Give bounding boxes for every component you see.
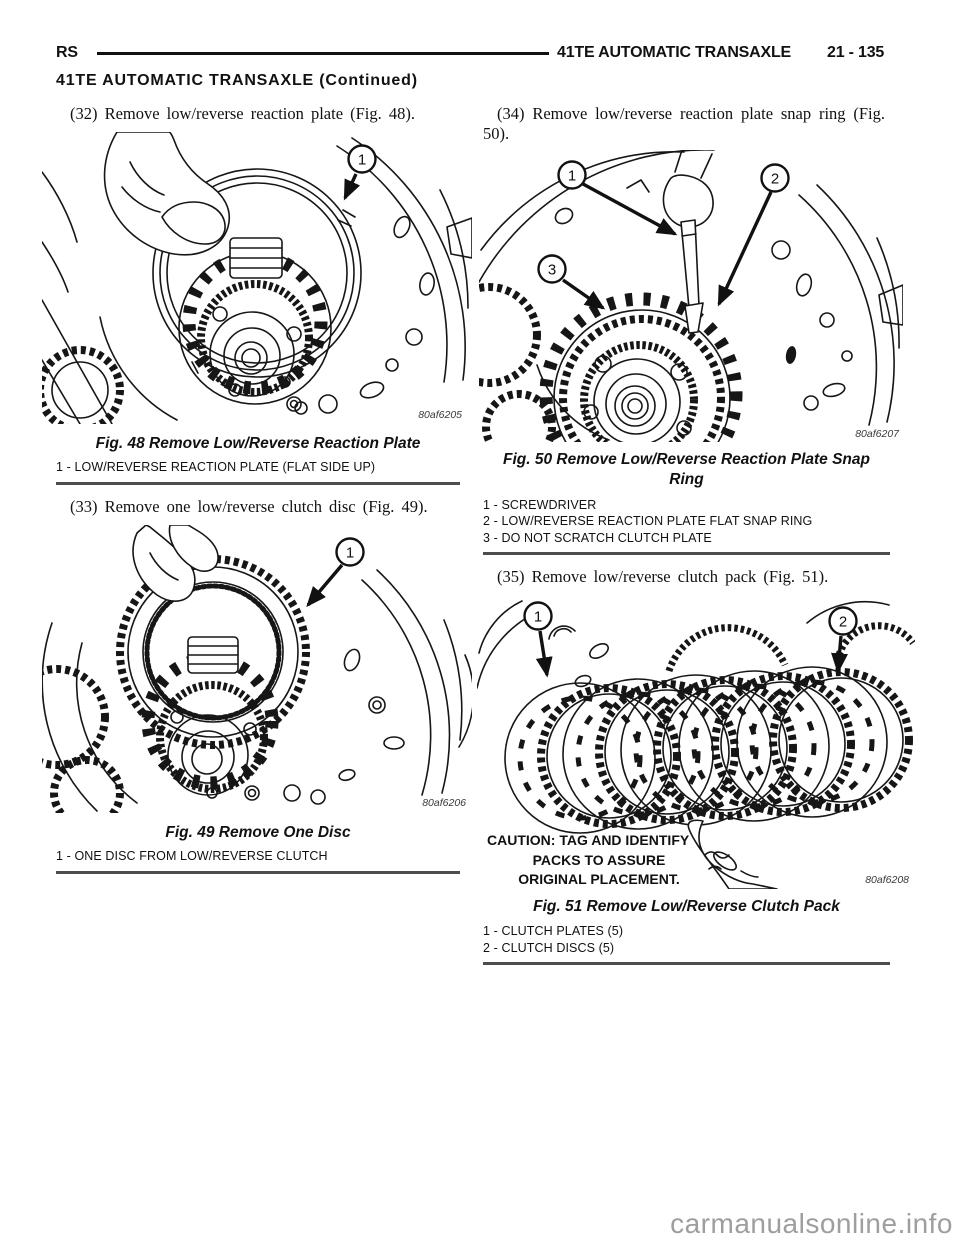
snap-ring [559, 315, 725, 482]
step-34: (34) Remove low/reverse reaction plate s… [483, 104, 885, 144]
callout-arrow [582, 182, 678, 236]
legend-rule [56, 481, 460, 485]
caution-note: CAUTION: TAG AND IDENTIFY PACKS TO ASSUR… [487, 832, 730, 887]
figure-code: 80af6205 [418, 409, 462, 421]
screwdriver-blade [684, 302, 704, 335]
figure-code: 80af6208 [865, 874, 909, 886]
screwdriver-shaft [680, 219, 700, 310]
right-column: (34) Remove low/reverse reaction plate s… [437, 104, 916, 966]
svg-text:1: 1 [358, 152, 366, 169]
left-housing [5, 622, 138, 830]
clutch-disc [653, 676, 797, 821]
clutch-plate [678, 670, 830, 822]
svg-text:1: 1 [568, 168, 576, 185]
fig50-caption: Fig. 50 Remove Low/Reverse Reaction Plat… [503, 451, 870, 489]
clutch-disc [711, 672, 855, 817]
reaction-plate [151, 168, 362, 378]
callout-arrow [831, 636, 848, 674]
legend-rule [483, 552, 890, 556]
header-page-number: 21 - 135 [827, 44, 885, 61]
figure-51: CAUTION: TAG AND IDENTIFY PACKS TO ASSUR… [476, 593, 916, 890]
callout-3: 3 [537, 254, 606, 310]
callout-arrow [343, 173, 361, 201]
header-rs-code: RS [56, 44, 78, 61]
clutch-pack [504, 666, 913, 834]
fig51-illustration: CAUTION: TAG AND IDENTIFY PACKS TO ASSUR… [476, 600, 916, 890]
figure-code: 80af6207 [855, 428, 900, 440]
svg-text:3: 3 [548, 262, 556, 279]
svg-text:2: 2 [771, 171, 779, 188]
continued-heading: 41TE AUTOMATIC TRANSAXLE (Continued) [56, 72, 418, 89]
svg-text:1: 1 [346, 544, 354, 561]
callout-1: 1 [523, 601, 553, 678]
svg-text:CAUTION: TAG AND IDENTIFY: CAUTION: TAG AND IDENTIFY [487, 832, 690, 848]
figure-50: 1 2 3 80af6207 [437, 149, 904, 496]
svg-text:2: 2 [839, 614, 847, 631]
step-33: (33) Remove one low/reverse clutch disc … [70, 496, 428, 516]
clutch-disc [595, 680, 739, 825]
clutch-plate [736, 666, 888, 818]
fig50-illustration: 1 2 3 80af6207 [437, 149, 904, 496]
callout-1: 1 [343, 144, 377, 201]
clutch-disc [537, 684, 681, 829]
hand [41, 131, 230, 293]
clutch-plate [562, 678, 714, 830]
fig51-caption: Fig. 51 Remove Low/Reverse Clutch Pack [533, 898, 840, 916]
watermark: carmanualsonline.info [670, 1208, 953, 1239]
fig50-legend-item: 2 - LOW/REVERSE REACTION PLATE FLAT SNAP… [483, 514, 813, 529]
figure-code: 80af6206 [422, 797, 466, 809]
clutch-disc [116, 554, 310, 749]
fig51-legend-item: 2 - CLUTCH DISCS (5) [483, 940, 615, 955]
callout-2: 2 [717, 163, 790, 307]
screwdriver [662, 149, 714, 335]
fig49-legend-item: 1 - ONE DISC FROM LOW/REVERSE CLUTCH [56, 849, 328, 864]
callout-1: 1 [306, 537, 365, 607]
transaxle-housing [286, 137, 473, 415]
figure-48: 1 80af6205 [36, 131, 473, 435]
header-rule [97, 52, 549, 55]
clutch-assembly [141, 636, 279, 799]
legend-rule [56, 870, 460, 874]
header-section-title: 41TE AUTOMATIC TRANSAXLE [557, 44, 792, 61]
callout-1: 1 [557, 160, 678, 236]
svg-text:1: 1 [534, 609, 542, 626]
clutch-plate [504, 682, 656, 834]
svg-text:ORIGINAL PLACEMENT.: ORIGINAL PLACEMENT. [518, 871, 680, 887]
callout-arrow [717, 191, 773, 307]
step-35: (35) Remove low/reverse clutch pack (Fig… [497, 567, 829, 587]
callout-2: 2 [828, 606, 858, 674]
fig49-illustration: 1 80af6206 [5, 524, 475, 830]
callout-arrow [562, 278, 606, 310]
svg-text:PACKS TO ASSURE: PACKS TO ASSURE [533, 852, 666, 868]
figure-49: 1 80af6206 [5, 524, 475, 830]
right-housing [771, 184, 904, 427]
right-housing [244, 569, 475, 805]
callout-arrow [306, 563, 344, 607]
fig49-caption: Fig. 49 Remove One Disc [165, 823, 351, 841]
hand [132, 524, 219, 602]
fig48-legend-item: 1 - LOW/REVERSE REACTION PLATE (FLAT SID… [56, 460, 376, 475]
clutch-assembly [178, 237, 332, 405]
fig51-legend-item: 1 - CLUTCH PLATES (5) [483, 924, 624, 939]
lower-left-gear [36, 299, 178, 435]
legend-rule [483, 962, 890, 966]
left-column: (32) Remove low/reverse reaction plate (… [5, 104, 475, 874]
fig50-legend-item: 3 - DO NOT SCRATCH CLUTCH PLATE [483, 530, 712, 545]
finger [687, 819, 778, 890]
step-32: (32) Remove low/reverse reaction plate (… [70, 104, 415, 123]
callout-arrow [535, 630, 553, 678]
fig48-illustration: 1 80af6205 [36, 131, 473, 435]
fig48-caption: Fig. 48 Remove Low/Reverse Reaction Plat… [95, 435, 421, 453]
fig50-legend-item: 1 - SCREWDRIVER [483, 497, 597, 512]
